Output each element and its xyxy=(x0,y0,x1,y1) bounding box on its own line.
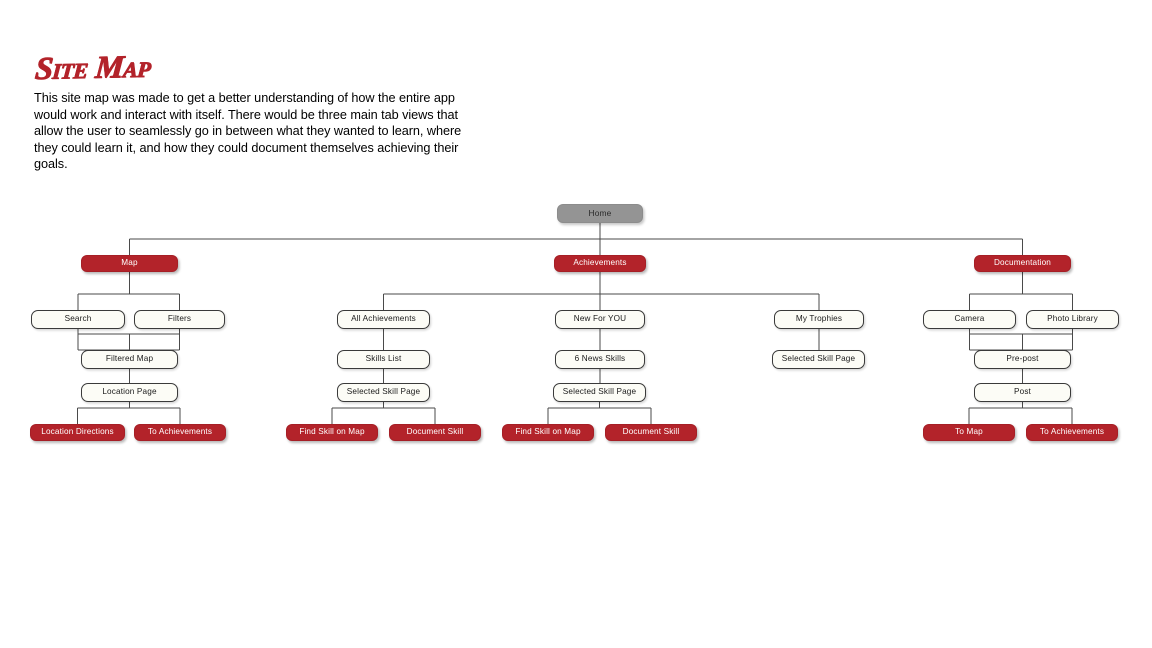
node-selected-skill-all[interactable]: Selected Skill Page xyxy=(337,383,430,402)
node-location-directions[interactable]: Location Directions xyxy=(30,424,125,441)
node-documentation[interactable]: Documentation xyxy=(974,255,1071,272)
node-to-achievements-doc[interactable]: To Achievements xyxy=(1026,424,1118,441)
node-label: Home xyxy=(588,208,612,219)
node-label: New For YOU xyxy=(573,314,627,324)
node-home[interactable]: Home xyxy=(557,204,643,223)
node-label: Selected Skill Page xyxy=(781,354,856,364)
node-selected-skill-new[interactable]: Selected Skill Page xyxy=(553,383,646,402)
node-post[interactable]: Post xyxy=(974,383,1071,402)
node-all-achievements[interactable]: All Achievements xyxy=(337,310,430,329)
node-to-achievements-map[interactable]: To Achievements xyxy=(134,424,226,441)
node-find-skill-map-all[interactable]: Find Skill on Map xyxy=(286,424,378,441)
node-label: To Map xyxy=(955,427,983,437)
node-label: Search xyxy=(64,314,92,324)
node-label: All Achievements xyxy=(351,314,416,324)
node-label: Achievements xyxy=(573,258,627,268)
node-label: Map xyxy=(121,258,138,268)
node-label: To Achievements xyxy=(147,427,213,437)
node-label: Document Skill xyxy=(406,427,464,437)
node-label: Find Skill on Map xyxy=(299,427,365,437)
node-label: Post xyxy=(1014,387,1031,397)
node-location-page[interactable]: Location Page xyxy=(81,383,178,402)
node-label: Pre-post xyxy=(1006,354,1039,364)
intro-paragraph: This site map was made to get a better u… xyxy=(34,91,462,172)
header-block: Site Map This site map was made to get a… xyxy=(34,47,474,173)
node-filtered-map[interactable]: Filtered Map xyxy=(81,350,178,369)
node-label: Selected Skill Page xyxy=(346,387,421,397)
node-label: Document Skill xyxy=(622,427,680,437)
node-filters[interactable]: Filters xyxy=(134,310,225,329)
node-my-trophies[interactable]: My Trophies xyxy=(774,310,864,329)
node-document-skill-all[interactable]: Document Skill xyxy=(389,424,481,441)
node-new-for-you[interactable]: New For YOU xyxy=(555,310,645,329)
node-search[interactable]: Search xyxy=(31,310,125,329)
node-achievements[interactable]: Achievements xyxy=(554,255,646,272)
node-pre-post[interactable]: Pre-post xyxy=(974,350,1071,369)
node-six-news-skills[interactable]: 6 News Skills xyxy=(555,350,645,369)
node-label: Camera xyxy=(954,314,985,324)
node-map[interactable]: Map xyxy=(81,255,178,272)
node-label: Filters xyxy=(167,314,192,324)
node-label: Location Directions xyxy=(41,427,114,437)
node-label: My Trophies xyxy=(795,314,843,324)
node-label: 6 News Skills xyxy=(574,354,626,364)
node-label: Find Skill on Map xyxy=(515,427,581,437)
node-skills-list[interactable]: Skills List xyxy=(337,350,430,369)
node-find-skill-map-new[interactable]: Find Skill on Map xyxy=(502,424,594,441)
node-document-skill-new[interactable]: Document Skill xyxy=(605,424,697,441)
node-to-map-doc[interactable]: To Map xyxy=(923,424,1015,441)
node-label: Location Page xyxy=(102,387,157,397)
node-label: Skills List xyxy=(365,354,402,364)
node-selected-skill-troph[interactable]: Selected Skill Page xyxy=(772,350,865,369)
node-label: Filtered Map xyxy=(105,354,154,364)
node-photo-library[interactable]: Photo Library xyxy=(1026,310,1119,329)
node-camera[interactable]: Camera xyxy=(923,310,1016,329)
node-label: Photo Library xyxy=(1047,314,1098,324)
node-label: To Achievements xyxy=(1039,427,1105,437)
node-label: Documentation xyxy=(993,258,1052,268)
node-label: Selected Skill Page xyxy=(562,387,637,397)
